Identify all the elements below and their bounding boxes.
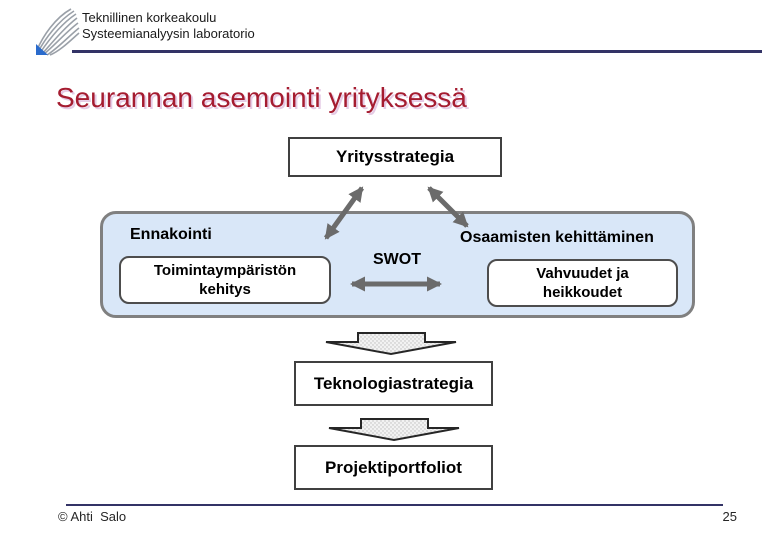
swot-label: SWOT (373, 251, 421, 268)
logo-blue-triangle (36, 44, 48, 55)
header-divider (72, 50, 762, 53)
vahvuudet-line2: heikkoudet (542, 284, 623, 301)
block-down-arrow-2 (328, 418, 460, 442)
copyright-text: © Ahti Salo (58, 509, 127, 524)
tkk-fan-logo-icon (36, 8, 80, 56)
toimintaymparisto-line2: kehitys (199, 281, 251, 298)
organization-name: Teknillinen korkeakoulu Systeemianalyysi… (82, 10, 255, 42)
slide-title: Seurannan asemointi yrityksessä (56, 82, 467, 113)
footer-divider (66, 504, 723, 506)
toimintaymparisto-box: Toimintaympäristön kehitys (119, 256, 331, 304)
projektiportfoliot-box: Projektiportfoliot (294, 445, 493, 490)
org-line-1: Teknillinen korkeakoulu (82, 10, 217, 25)
projektiportfoliot-label: Projektiportfoliot (325, 457, 462, 477)
yritysstrategia-box: Yritysstrategia (288, 137, 502, 177)
org-line-2: Systeemianalyysin laboratorio (82, 26, 255, 41)
block-down-arrow-1 (325, 332, 457, 356)
yritysstrategia-label: Yritysstrategia (335, 147, 455, 166)
vahvuudet-line1: Vahvuudet ja (536, 264, 629, 282)
vahvuudet-box: Vahvuudet ja heikkoudet (487, 259, 678, 307)
page-number: 25 (722, 509, 737, 524)
osaamisten-kehittaminen-label: Osaamisten kehittäminen (460, 229, 654, 246)
toimintaymparisto-line1: Toimintaympäristön (153, 261, 297, 279)
teknologiastrategia-box: Teknologiastrategia (294, 361, 493, 406)
ennakointi-label: Ennakointi (130, 226, 212, 243)
teknologiastrategia-label: Teknologiastrategia (313, 373, 474, 393)
